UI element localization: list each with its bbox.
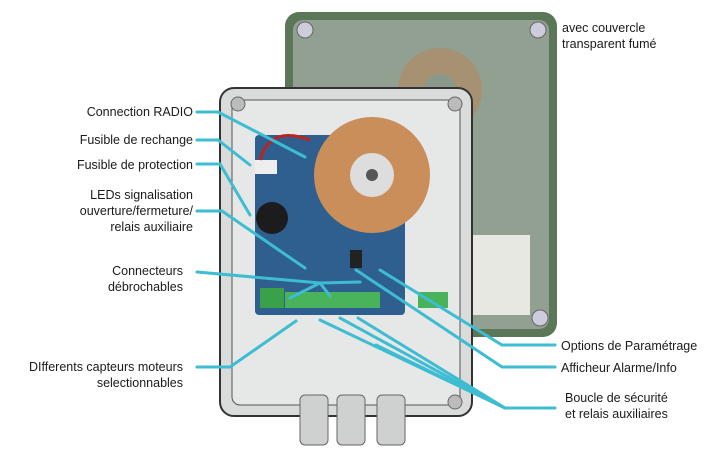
callout-spare-fuse: Fusible de rechange (79, 133, 193, 147)
callout-protection-fuse: Fusible de protection (76, 158, 193, 172)
terminal-blocks (285, 292, 380, 308)
callout-connectors: Connecteurs débrochables (108, 263, 183, 295)
callout-line: et relais auxiliaires (565, 407, 668, 421)
callout-settings-options: Options de Paramétrage (561, 339, 698, 353)
caption-line: avec couvercle (562, 21, 646, 35)
callout-line: DIfferents capteurs moteurs (28, 360, 183, 374)
open-enclosure (219, 87, 473, 446)
callout-line: relais auxiliaire (110, 220, 193, 234)
callout-line: ouverture/fermeture/ (79, 204, 193, 218)
cable-glands (299, 394, 406, 446)
callout-radio-connection: Connection RADIO (86, 105, 193, 119)
callout-alarm-display: Afficheur Alarme/Info (561, 361, 677, 375)
callout-line: Boucle de sécurité (565, 391, 668, 405)
callout-line: Connecteurs (112, 264, 183, 278)
callout-safety-loop: Boucle de sécurité et relais auxiliaires (565, 390, 668, 422)
callout-line: débrochables (107, 280, 183, 294)
lid-caption: avec couvercle transparent fumé (562, 20, 657, 52)
callout-lines (195, 110, 557, 410)
callout-line: LEDs signalisation (90, 188, 193, 202)
fuse (256, 202, 288, 234)
callout-motor-sensors: DIfferents capteurs moteurs selectionnab… (29, 359, 183, 391)
callout-line: selectionnables (96, 376, 183, 390)
caption-line: transparent fumé (562, 37, 657, 51)
callout-leds: LEDs signalisation ouverture/fermeture/ … (80, 187, 193, 235)
